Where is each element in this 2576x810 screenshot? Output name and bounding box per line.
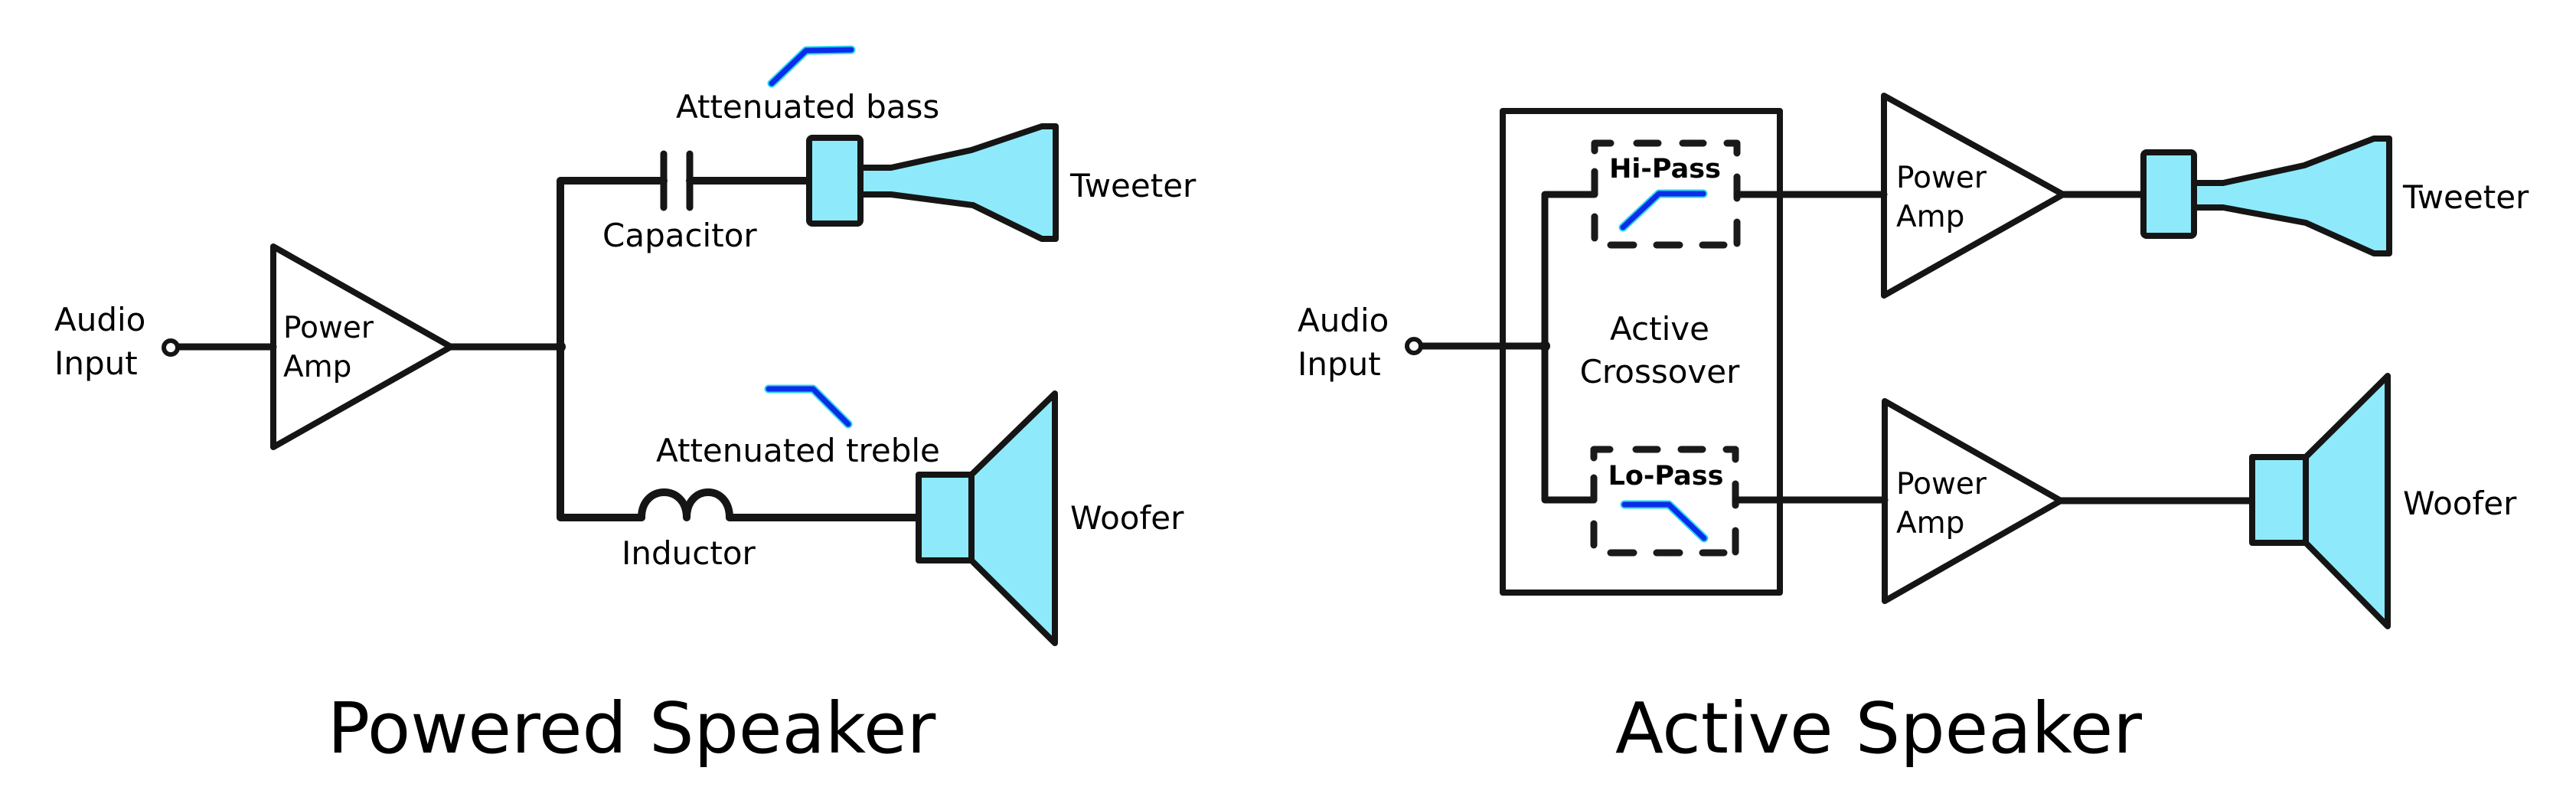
hi-pass-curve-icon — [1620, 191, 1706, 230]
inductor-coil-icon — [638, 488, 733, 521]
lo-pass-dash — [1590, 446, 1614, 462]
active-tweeter-label: Tweeter — [2402, 178, 2529, 216]
active-amp-bottom-label-line1: Power — [1896, 467, 1987, 501]
active-crossover-label-line1: Active — [1610, 310, 1709, 348]
active-amp-top-triangle-icon — [1881, 93, 2066, 299]
inductor-label: Inductor — [622, 534, 756, 572]
active-woofer-label: Woofer — [2403, 485, 2517, 522]
active-amp-top-label-line1: Power — [1896, 161, 1987, 195]
low-pass-curve-halo-icon — [764, 384, 853, 429]
active-audio-input-label-line1: Audio — [1298, 302, 1389, 339]
attenuated-bass-label: Attenuated bass — [676, 88, 939, 126]
powered-split-wire — [557, 177, 668, 521]
hi-pass-dash — [1591, 139, 1614, 155]
powered-audio-input-label-line1: Audio — [54, 301, 145, 338]
powered-woofer-driver-icon — [916, 472, 975, 563]
active-tweeter-horn-icon — [2191, 136, 2392, 256]
powered-amp-triangle-icon — [270, 243, 454, 450]
attenuated-treble-label: Attenuated treble — [656, 432, 940, 469]
active-woofer-cone-icon — [2303, 373, 2391, 629]
powered-speaker-diagram: Audio Input Power Amp Capacitor Attenuat… — [54, 45, 1197, 769]
high-pass-curve-halo-icon — [767, 45, 856, 88]
powered-tweeter-label: Tweeter — [1069, 167, 1197, 204]
active-amp-bottom-label-line2: Amp — [1896, 506, 1964, 541]
active-speaker-diagram: Audio Input Active Crossover Hi-Pass — [1298, 93, 2529, 769]
active-crossover-label-line2: Crossover — [1580, 353, 1741, 390]
active-crossover-bus-wire — [1541, 191, 1598, 504]
active-speaker-title: Active Speaker — [1615, 688, 2142, 769]
capacitor-label: Capacitor — [602, 217, 757, 254]
powered-amp-label-line2: Amp — [283, 350, 351, 384]
powered-tweeter-driver-icon — [806, 135, 864, 227]
hi-pass-filter-block: Hi-Pass — [1591, 139, 1741, 249]
powered-speaker-title: Powered Speaker — [328, 688, 936, 769]
lo-pass-dash — [1722, 446, 1739, 463]
lo-pass-label: Lo-Pass — [1608, 461, 1724, 492]
lo-pass-curve-icon — [1621, 501, 1707, 541]
powered-amp-label-line1: Power — [283, 311, 374, 345]
powered-audio-input-label-line2: Input — [54, 345, 138, 382]
lo-pass-filter-block: Lo-Pass — [1590, 446, 1739, 557]
powered-input-terminal-icon — [162, 338, 180, 357]
powered-woofer-cone-icon — [968, 390, 1058, 646]
active-crossover-box — [1500, 108, 1783, 596]
powered-woofer-label: Woofer — [1070, 499, 1184, 537]
hi-pass-dash — [1723, 139, 1741, 157]
lo-pass-curve-halo-icon — [1620, 500, 1709, 543]
powered-tweeter-horn-icon — [857, 123, 1059, 242]
active-tweeter-driver-icon — [2140, 149, 2197, 239]
active-input-terminal-icon — [1405, 337, 1423, 355]
active-woofer-driver-icon — [2249, 454, 2309, 546]
low-pass-curve-icon — [766, 386, 851, 427]
active-amp-top-label-line2: Amp — [1896, 200, 1964, 234]
hi-pass-curve-halo-icon — [1618, 189, 1708, 232]
active-audio-input-label-line2: Input — [1298, 345, 1381, 383]
high-pass-curve-icon — [769, 47, 854, 87]
active-amp-bottom-triangle-icon — [1882, 398, 2064, 604]
hi-pass-label: Hi-Pass — [1609, 154, 1721, 185]
